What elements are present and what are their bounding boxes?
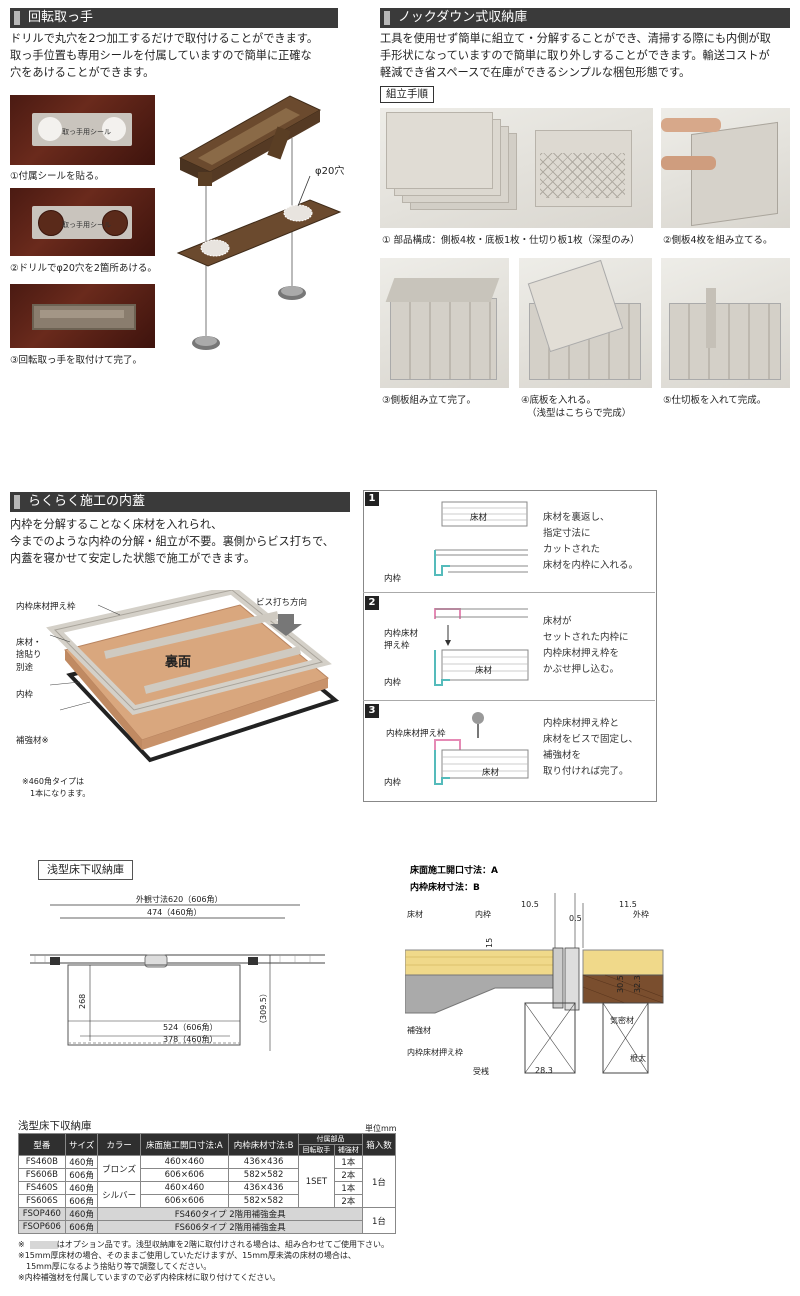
step-2-diagram (434, 608, 529, 686)
label-inner-press-frame: 内枠床材押え枠 (16, 602, 76, 612)
label-floor-2: 捨貼り (16, 650, 42, 660)
procedure-label: 組立手順 (380, 86, 434, 103)
table-row: FS460B 460角 ブロンズ 460×460 436×436 1SET 1本… (18, 1155, 397, 1208)
dim-outer: 外観寸法620（606角） (136, 894, 223, 904)
table-row-option: FSOP606 606角 FS606タイプ 2階用補強金具 (18, 1220, 396, 1234)
note-460-1: ※460角タイプは (22, 777, 84, 786)
step-3-press-label: 内枠床材押え枠 (386, 729, 446, 739)
table-row: FS606B 606角 606×606 582×582 2本 (18, 1168, 396, 1182)
photo-parts (380, 108, 653, 228)
sticker-label: 取っ手用シール (62, 128, 111, 136)
step-1-floor-label: 床材 (470, 513, 488, 523)
handle-description: ドリルで丸穴を2つ加工するだけで取付けることができます。 取っ手位置も専用シール… (10, 32, 319, 79)
section-airtight-label: 気密材 (610, 1015, 634, 1025)
step-1-number: 1 (365, 492, 379, 506)
label-reinforce: 補強材※ (16, 736, 49, 746)
label-screw-direction: ビス打ち方向 (256, 598, 308, 608)
table-row: FS606S 606角 606×606 582×582 2本 (18, 1194, 396, 1208)
table-row-option: FSOP460 460角 FS460タイプ 2階用補強金具 1台 (18, 1207, 397, 1234)
dim-inner: 524（606角） (163, 1022, 218, 1032)
step-2-inner-label: 内枠 (384, 678, 402, 688)
caption-handle-1: ①付属シールを貼る。 (10, 171, 105, 182)
step-2-floor-label: 床材 (475, 666, 493, 676)
caption-handle-2: ②ドリルでφ20穴を2箇所あける。 (10, 263, 157, 274)
section-title-handle: 回転取っ手 (10, 8, 338, 28)
dim-15: 15 (485, 938, 494, 948)
note-460-2: 1本になります。 (30, 789, 91, 798)
dim-0-5: 0.5 (569, 914, 582, 923)
section-title-knockdown: ノックダウン式収納庫 (380, 8, 790, 28)
dim-32-3: 32.3 (633, 975, 642, 993)
caption-knockdown-3: ③側板組み立て完了。 (382, 395, 477, 406)
steps-box (363, 490, 657, 802)
step-1-text: 床材を裏返し、 指定寸法に カットされた 床材を内枠に入れる。 (543, 512, 639, 571)
shallow-dimension-drawing: 外観寸法620（606角） 474（460角） 524（606角） 378（46… (30, 894, 325, 1051)
step-1-diagram (434, 501, 528, 576)
step-3-inner-label: 内枠 (384, 778, 402, 788)
section-press-label: 内枠床材押え枠 (407, 1047, 463, 1057)
table-title: 浅型床下収納庫 (18, 1120, 92, 1132)
table-unit: 単位mm (365, 1124, 397, 1133)
dim-30-5: 30.5 (616, 975, 625, 993)
step-2-text: 床材が セットされた内枠に 内枠床材押え枠を かぶせ押し込む。 (543, 616, 629, 675)
section-title-inner-lid: らくらく施工の内蓋 (10, 492, 350, 512)
table-row: FS460S 460角 シルバー 460×460 436×436 1本 (18, 1181, 396, 1208)
step-3-diagram (434, 712, 529, 785)
back-label: 裏面 (164, 654, 191, 670)
caption-knockdown-4b: （浅型はこちらで完成） (527, 408, 632, 419)
photo-drilled: 取っ手用シール (10, 188, 155, 256)
inner-lid-diagram: 裏面 (46, 590, 340, 763)
section-drawing: 10.5 11.5 0.5 15 30.5 32.3 28.3 床材 内枠 外枠… (405, 893, 664, 1076)
inner-lid-description: 内枠を分解することなく床材を入れられ、 今までのような内枠の分解・組立が不要。裏… (10, 518, 334, 565)
section-receiver-label: 受桟 (473, 1066, 489, 1076)
step-3-number: 3 (365, 704, 379, 718)
handle-install-diagram: φ20穴 (176, 95, 344, 350)
dim-28-3: 28.3 (535, 1066, 553, 1075)
section-title-shallow: 浅型床下収納庫 (38, 860, 133, 880)
spec-table: 型番 サイズ カラー 床面施工開口寸法:A 内枠床材寸法:B 付属部品 箱入数 … (18, 1133, 397, 1234)
caption-knockdown-2: ②側板4枚を組み立てる。 (663, 235, 773, 246)
photo-mounted (10, 284, 155, 348)
photo-bottom (519, 258, 652, 388)
section-inner-label: 内枠 (475, 909, 491, 919)
dim-inner-460: 378（460角） (163, 1034, 218, 1044)
photo-sticker: 取っ手用シール (10, 95, 155, 165)
photo-assemble (661, 108, 790, 228)
photo-sides-done (380, 258, 509, 388)
label-open-a: 床面施工開口寸法：A (410, 866, 498, 876)
step-2-number: 2 (365, 596, 379, 610)
label-inner-b: 内枠床材寸法：B (410, 883, 480, 893)
table-header-row: 型番 サイズ カラー 床面施工開口寸法:A 内枠床材寸法:B 付属部品 箱入数 (18, 1133, 397, 1156)
label-floor-1: 床材・ (16, 638, 42, 648)
caption-handle-3: ③回転取っ手を取付けて完了。 (10, 355, 143, 366)
section-joist-label: 根太 (630, 1053, 646, 1063)
caption-knockdown-1: ① 部品構成：側板4枚・底板1枚・仕切り板1枚（深型のみ） (382, 235, 640, 246)
photo-divider (661, 258, 790, 388)
dim-11-5: 11.5 (619, 900, 637, 909)
dim-10-5: 10.5 (521, 900, 539, 909)
section-reinforce-label: 補強材 (407, 1025, 431, 1035)
label-floor-3: 別途 (16, 663, 34, 673)
section-floor-label: 床材 (407, 909, 423, 919)
step-2-press-label-1: 内枠床材 (384, 629, 419, 639)
dim-height: 268 (78, 994, 87, 1009)
knockdown-description: 工具を使用せず簡単に組立て・分解することができ、清掃する際にも内側が取 手形状に… (380, 32, 771, 79)
dim-height-total: （309.5） (259, 989, 268, 1028)
option-swatch (30, 1241, 58, 1249)
section-outer-label: 外枠 (633, 909, 649, 919)
step-1-inner-label: 内枠 (384, 574, 402, 584)
dim-outer-460: 474（460角） (147, 907, 202, 917)
caption-knockdown-4: ④底板を入れる。 (521, 395, 597, 406)
hole-label: φ20穴 (315, 164, 344, 177)
label-inner-frame: 内枠 (16, 690, 34, 700)
step-2-press-label-2: 押え枠 (384, 641, 410, 651)
step-3-text: 内枠床材押え枠と 床材をビスで固定し、 補強材を 取り付ければ完了。 (543, 718, 639, 777)
caption-knockdown-5: ⑤仕切板を入れて完成。 (663, 395, 767, 406)
table-notes: ※ はオプション品です。浅型収納庫を2階に取付けされる場合は、組み合わせてご使用… (18, 1240, 389, 1282)
step-3-floor-label: 床材 (482, 768, 500, 778)
